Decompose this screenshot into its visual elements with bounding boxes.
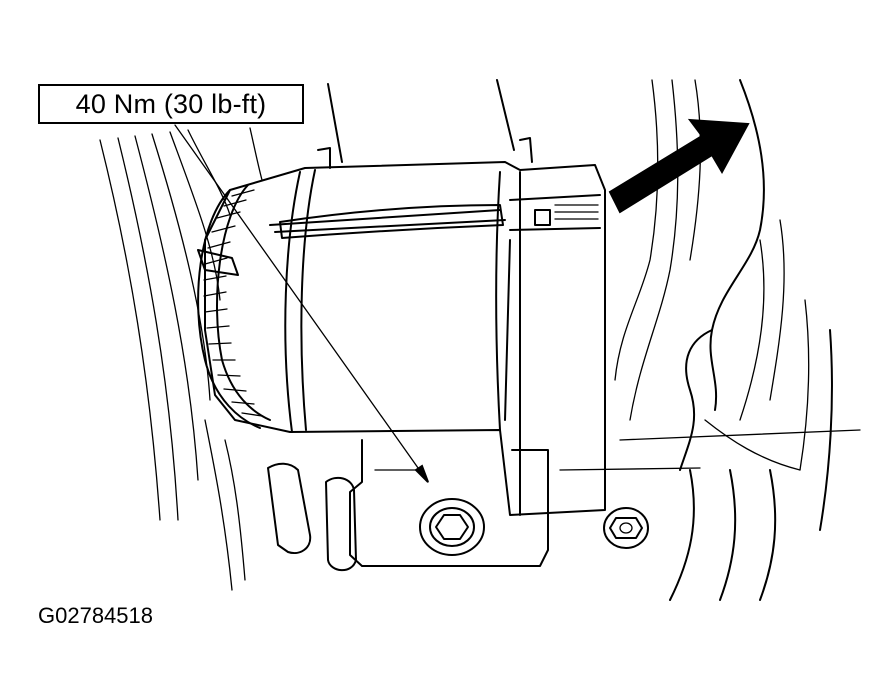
mounting-bracket: [267, 439, 549, 572]
callout-leader: [174, 124, 429, 483]
direction-arrow-icon: [608, 118, 750, 214]
module-housing: [204, 137, 606, 516]
nut-icon: [603, 507, 649, 549]
body-panel-right: [559, 79, 861, 601]
torque-callout-label: 40 Nm (30 lb-ft): [38, 84, 304, 124]
mounting-rods: [327, 79, 515, 163]
ribbed-cover: [197, 184, 271, 429]
figure-id: G02784518: [38, 603, 153, 628]
bolt-icon: [419, 498, 485, 556]
body-panel-left: [99, 127, 263, 591]
